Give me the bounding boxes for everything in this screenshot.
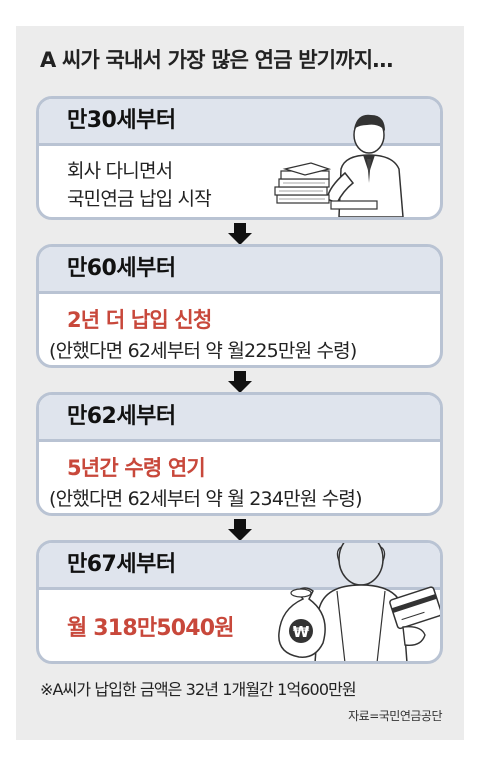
down-arrow-icon <box>228 519 252 541</box>
elderly-man-illustration: ₩ <box>278 543 440 661</box>
source-credit: 자료=국민연금공단 <box>348 709 442 723</box>
step-card-age-30: 만30세부터 회사 다니면서 국민연금 납입 시작 <box>36 96 443 220</box>
down-arrow-icon <box>228 371 252 393</box>
won-symbol: ₩ <box>293 623 310 641</box>
step-line: 국민연금 납입 시작 <box>67 188 212 210</box>
step-line: 회사 다니면서 <box>67 160 173 182</box>
office-worker-illustration <box>274 114 404 217</box>
step-card-age-60: 만60세부터 2년 더 납입 신청 (안했다면 62세부터 약 월225만원 수… <box>36 244 443 368</box>
down-arrow-icon <box>228 223 252 245</box>
step-card-age-67: 만67세부터 월 318만5040원 ₩ <box>36 540 443 664</box>
step-heading: 만62세부터 <box>39 395 440 442</box>
step-card-age-62: 만62세부터 5년간 수령 연기 (안했다면 62세부터 약 월 234만원 수… <box>36 392 443 516</box>
step-note: (안했다면 62세부터 약 월225만원 수령) <box>49 340 357 362</box>
step-highlight: 월 318만5040원 <box>67 616 235 641</box>
step-highlight: 2년 더 납입 신청 <box>67 308 212 332</box>
footnote: ※A씨가 납입한 금액은 32년 1개월간 1억600만원 <box>40 680 357 699</box>
step-heading: 만60세부터 <box>39 247 440 294</box>
step-note: (안했다면 62세부터 약 월 234만원 수령) <box>49 488 363 510</box>
step-highlight: 5년간 수령 연기 <box>67 456 206 480</box>
infographic-title: A 씨가 국내서 가장 많은 연금 받기까지… <box>40 48 393 72</box>
